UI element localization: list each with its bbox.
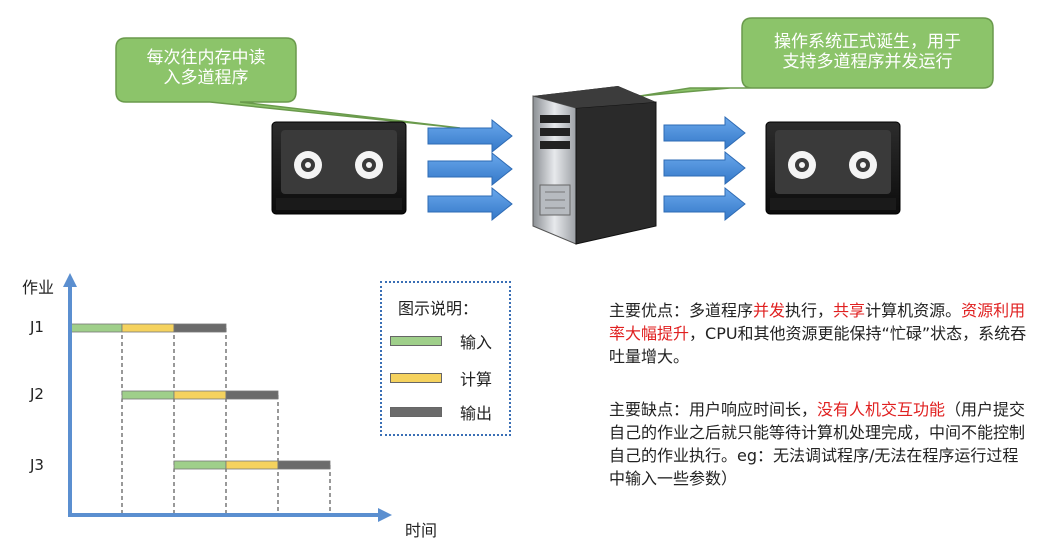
- bar-j1-0: [69, 323, 123, 333]
- adv-part-4: ，CPU和其他资源更能保持“忙碌”状态，系统吞吐量增大。: [609, 324, 1027, 366]
- dis-part-1: 主要缺点：用户响应时间长，: [609, 400, 818, 419]
- y-axis-title: 作业: [22, 278, 55, 297]
- right-callout-line-2: 支持多道程序并发运行: [782, 52, 953, 72]
- legend-swatch-input: [390, 336, 442, 346]
- right-callout-text: 操作系统正式诞生，用于 支持多道程序并发运行: [746, 32, 989, 72]
- adv-highlight-share: 共享: [833, 301, 866, 320]
- legend-swatch-compute: [390, 373, 442, 383]
- left-callout-shape: [115, 37, 461, 129]
- job-label-j2: J2: [30, 385, 44, 403]
- disadvantages-text: 主要缺点：用户响应时间长，没有人机交互功能（用户提交自己的作业之后就只能等待计算…: [609, 398, 1029, 490]
- x-axis-arrow-icon: [378, 508, 392, 522]
- legend-swatch-output: [390, 407, 442, 417]
- right-tape-device-icon: [765, 121, 901, 215]
- y-axis-arrow-icon: [63, 273, 77, 287]
- gantt-chart: [63, 273, 392, 522]
- adv-part-3: 计算机资源。: [865, 301, 962, 320]
- legend-title: 图示说明：: [398, 299, 479, 318]
- advantages-text: 主要优点：多道程序并发执行，共享计算机资源。资源利用率大幅提升，CPU和其他资源…: [609, 299, 1029, 368]
- legend-label-output: 输出: [460, 404, 493, 423]
- adv-part-2: 执行，: [785, 301, 834, 320]
- bar-j1-1: [121, 323, 175, 333]
- job-label-j3: J3: [30, 456, 44, 474]
- adv-highlight-concurrent: 并发: [753, 301, 786, 320]
- dis-part-2: （用户提交自己的作业之后就只能等待计算机处理完成，中间不能控制自己的作业执行。e…: [609, 400, 1026, 488]
- output-arrows-icon: [663, 115, 746, 222]
- left-callout-line-1: 每次往内存中读: [146, 48, 266, 68]
- right-callout-line-1: 操作系统正式诞生，用于: [774, 32, 961, 52]
- bar-j3-0: [173, 460, 227, 470]
- left-callout-line-2: 入多道程序: [163, 68, 249, 88]
- right-callout-shape: [639, 17, 994, 97]
- x-axis-title: 时间: [405, 521, 438, 540]
- top-illustration: [115, 17, 994, 245]
- bar-j1-2: [173, 323, 227, 333]
- bar-j2-0: [121, 390, 175, 400]
- bar-j2-2: [225, 390, 279, 400]
- bar-j3-2: [277, 460, 331, 470]
- dis-highlight-no-interaction: 没有人机交互功能: [817, 400, 946, 419]
- left-callout-text: 每次往内存中读 入多道程序: [122, 48, 290, 88]
- computer-tower-icon: [532, 86, 657, 245]
- legend-label-input: 输入: [460, 333, 493, 352]
- job-label-j1: J1: [30, 318, 44, 336]
- adv-part-1: 主要优点：多道程序: [609, 301, 754, 320]
- adv-highlight-utilization: 资源利用率大幅提升: [609, 301, 1026, 343]
- legend-label-compute: 计算: [460, 370, 493, 389]
- input-arrows-icon: [427, 118, 513, 222]
- bar-j2-1: [173, 390, 227, 400]
- left-tape-device-icon: [271, 121, 407, 215]
- legend: 图示说明： 输入 计算 输出: [380, 281, 511, 436]
- bar-j3-1: [225, 460, 279, 470]
